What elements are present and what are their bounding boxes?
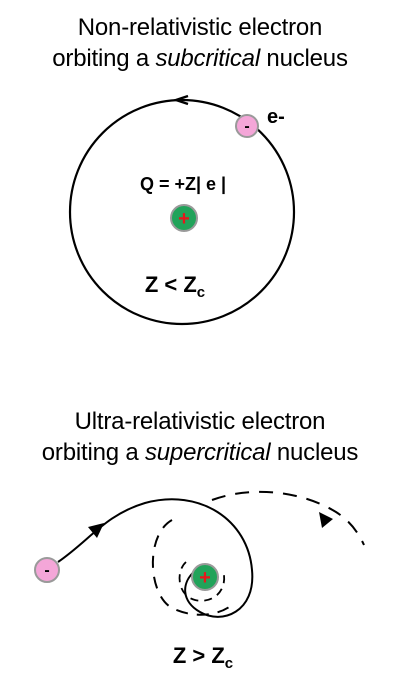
- top-title-line-2-suffix: nucleus: [259, 45, 348, 72]
- bottom-title-line-2-suffix: nucleus: [270, 439, 359, 466]
- condition-supercritical-subscript: c: [225, 655, 233, 672]
- bottom-panel-title: Ultra-relativistic electron orbiting a s…: [0, 406, 400, 468]
- electron-sign-top: -: [244, 118, 249, 135]
- orbit-direction-arrow: [172, 94, 189, 106]
- dashed-inner-curl: [151, 519, 233, 616]
- electron-top: -: [235, 114, 259, 138]
- nucleus-sign-top: +: [178, 208, 190, 230]
- condition-supercritical-main: Z > Z: [173, 643, 225, 668]
- top-title-line-1: Non-relativistic electron: [77, 14, 323, 41]
- top-title-line-2: orbiting a subcritical nucleus: [0, 43, 400, 74]
- incoming-spiral-path: [57, 498, 254, 618]
- nucleus-bottom: +: [191, 563, 219, 591]
- electron-sign-bottom: -: [44, 562, 49, 579]
- top-title-emphasis: subcritical: [155, 45, 260, 72]
- condition-subcritical-main: Z < Z: [145, 272, 197, 297]
- dashed-outgoing-path: [211, 490, 365, 546]
- condition-subcritical: Z < Zc: [145, 272, 205, 301]
- electron-label: e-: [267, 106, 285, 128]
- bottom-title-line-2-prefix: orbiting a: [41, 439, 145, 466]
- circular-orbit: [68, 98, 296, 326]
- nucleus-top: +: [170, 204, 198, 232]
- top-title-line-2-prefix: orbiting a: [52, 45, 156, 72]
- condition-supercritical: Z > Zc: [173, 643, 233, 672]
- top-panel-title: Non-relativistic electron orbiting a sub…: [0, 12, 400, 74]
- bottom-title-line-2: orbiting a supercritical nucleus: [0, 437, 400, 468]
- dashed-tight-orbit: [178, 561, 225, 602]
- condition-subcritical-subscript: c: [197, 284, 205, 301]
- incoming-direction-arrow: [88, 523, 104, 538]
- bottom-title-line-1: Ultra-relativistic electron: [74, 408, 326, 435]
- outgoing-direction-arrow: [319, 512, 333, 528]
- electron-bottom: -: [34, 557, 60, 583]
- bottom-title-emphasis: supercritical: [144, 439, 271, 466]
- nucleus-sign-bottom: +: [199, 567, 211, 589]
- charge-label: Q = +Z| e |: [140, 174, 226, 194]
